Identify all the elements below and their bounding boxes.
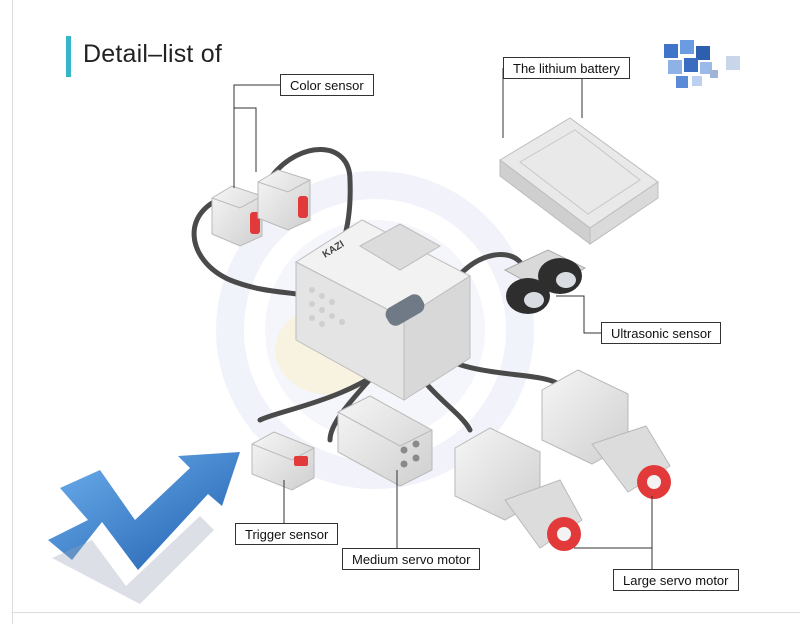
medium-servo-motor bbox=[337, 395, 433, 487]
page-title: Detail–list of bbox=[83, 40, 222, 68]
lithium-battery-pack bbox=[499, 117, 659, 246]
label-large-servo-motor: Large servo motor bbox=[613, 569, 739, 591]
cube-cluster-icon bbox=[664, 40, 740, 88]
frame-line-bottom bbox=[12, 612, 800, 613]
title-accent-bar bbox=[66, 36, 71, 77]
trigger-sensor bbox=[251, 431, 315, 491]
label-ultrasonic-sensor: Ultrasonic sensor bbox=[601, 322, 722, 344]
label-trigger-sensor: Trigger sensor bbox=[235, 523, 339, 545]
color-sensor-left bbox=[211, 185, 263, 247]
trend-arrow-icon bbox=[48, 452, 240, 604]
label-color-sensor: Color sensor bbox=[280, 74, 374, 96]
ultrasonic-sensor bbox=[503, 249, 587, 314]
color-sensor-right bbox=[257, 169, 311, 231]
large-servo-motor-a bbox=[454, 427, 583, 551]
large-servo-motor-b bbox=[541, 369, 671, 499]
label-medium-servo-motor: Medium servo motor bbox=[342, 548, 481, 570]
frame-line-left bbox=[12, 0, 13, 624]
ev3-brick: KAZI bbox=[294, 219, 472, 401]
label-lithium-battery: The lithium battery bbox=[503, 57, 630, 79]
